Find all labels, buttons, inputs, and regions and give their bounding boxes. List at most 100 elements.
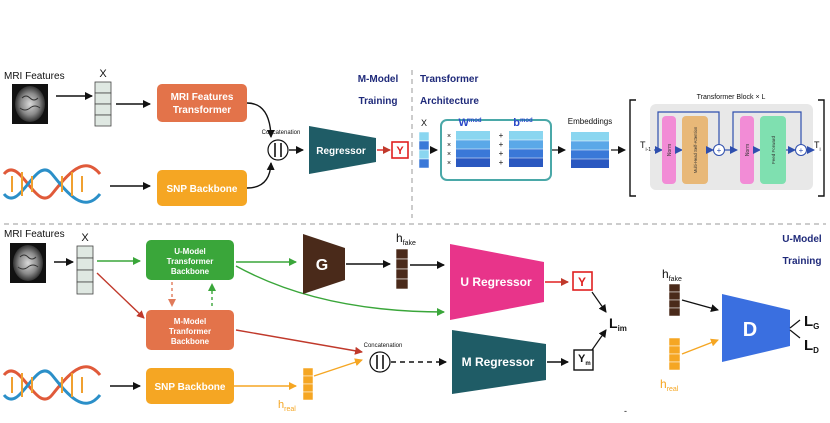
residual-add-1-label: +	[717, 146, 722, 155]
ld-sub: D	[813, 346, 819, 355]
mri-transformer-label-2: Transformer	[173, 105, 231, 116]
ld-main: L	[804, 337, 813, 354]
top-x-vector	[94, 81, 112, 127]
top-regressor-trapezoid	[309, 126, 376, 174]
disc-h-real-sub: real	[667, 386, 679, 393]
plus-op-4: +	[499, 158, 504, 167]
times-op-2: ×	[447, 142, 451, 149]
times-op-4: ×	[447, 160, 451, 167]
m-regressor-trapezoid	[452, 330, 546, 394]
transformer-block-title: Transformer Block × L	[697, 94, 766, 101]
u-model-title-1: U-Model	[782, 234, 822, 245]
m-model-backbone-box	[146, 310, 234, 350]
transformer-title-1: Transformer	[420, 74, 478, 85]
bottom-snp-backbone-box	[146, 368, 234, 404]
u-model-title-2: Training	[783, 256, 822, 267]
svg-text:LG: LG	[804, 313, 819, 331]
u-backbone-label-3: Backbone	[171, 267, 210, 276]
m-model-section: MRI Features X MRI Features Transformer	[2, 68, 409, 206]
disc-h-fake-sub: fake	[669, 276, 682, 283]
bottom-x-label: X	[81, 232, 89, 244]
generator-label: G	[316, 257, 328, 274]
times-op-1: ×	[447, 133, 451, 140]
m-backbone-label-1: M-Model	[174, 317, 206, 326]
disc-h-real-vector	[668, 337, 681, 371]
h-fake-main: h	[396, 231, 403, 245]
mri-transformer-label-1: MRI Features	[171, 92, 234, 103]
top-mri-label: MRI Features	[4, 71, 65, 82]
m-backbone-label-2: Tranformer	[169, 327, 211, 336]
top-concatenation-symbol-icon	[267, 139, 289, 161]
ym-sub: m	[585, 361, 590, 367]
svg-text:Wmod: Wmod	[458, 117, 481, 129]
transformer-block: Transformer Block × L Ti-1 Norm Multi-He…	[629, 94, 825, 197]
transformer-architecture-section: Transformer Architecture X Wmod bmod × ×…	[418, 74, 825, 197]
arrow-mri-transformer-to-concat	[246, 102, 275, 138]
residual-add-1-icon	[713, 144, 725, 156]
norm-2-block	[740, 116, 754, 184]
plus-op-2: +	[499, 140, 504, 149]
u-model-section: MRI Features X U-Model Transformer Backb…	[2, 229, 822, 416]
residual-add-2-icon	[795, 144, 807, 156]
bottom-x-vector	[76, 245, 94, 295]
t-in-main: T	[640, 140, 646, 150]
transformer-title-2: Architecture	[420, 96, 479, 107]
u-y-label: Y	[578, 275, 586, 289]
t-out-sub: i	[820, 147, 821, 153]
l-im-sub: im	[618, 324, 627, 333]
svg-text:LD: LD	[804, 337, 819, 355]
m-backbone-label-3: Backbone	[171, 337, 210, 346]
transformer-x-label: X	[421, 118, 427, 128]
b-mod-sup: mod	[520, 118, 533, 124]
norm-1-label: Norm	[667, 144, 673, 156]
lg-sub: G	[813, 322, 819, 331]
svg-text:Ti-1: Ti-1	[640, 140, 651, 153]
lg-main: L	[804, 313, 813, 330]
t-out-main: T	[814, 140, 820, 150]
b-mod-main: b	[513, 117, 520, 129]
generator-trapezoid	[303, 234, 345, 294]
h-fake-vector	[395, 248, 409, 290]
m-model-title-1: M-Model	[358, 74, 399, 85]
disc-h-real-main: h	[660, 377, 667, 391]
feed-forward-label: Feed Forward	[771, 135, 776, 164]
svg-text:Ti: Ti	[814, 140, 821, 153]
top-regressor-label: Regressor	[316, 146, 366, 157]
discriminator-trapezoid	[722, 294, 790, 362]
residual-add-2-label: +	[799, 146, 804, 155]
plus-op-3: +	[499, 149, 504, 158]
svg-text:hreal: hreal	[278, 399, 296, 413]
u-y-output-box	[572, 271, 593, 291]
bottom-mri-label: MRI Features	[4, 229, 65, 240]
mhsa-block	[682, 116, 708, 184]
disc-h-fake-vector	[668, 283, 681, 317]
top-dna-double-helix-icon	[2, 164, 102, 204]
top-snp-backbone-label: SNP Backbone	[167, 184, 238, 195]
discriminator-label: D	[743, 319, 757, 341]
top-y-label: Y	[396, 145, 404, 157]
top-concat-label: Concatenation	[262, 130, 301, 136]
top-x-label: X	[99, 68, 107, 80]
bottom-dna-double-helix-icon	[2, 365, 102, 405]
embeddings-label: Embeddings	[568, 117, 612, 126]
w-mod-main: W	[458, 117, 469, 129]
m-y-output-box	[573, 349, 594, 371]
times-op-3: ×	[447, 151, 451, 158]
h-real-vector	[302, 367, 314, 401]
small-dash-mark: -	[624, 406, 627, 416]
bottom-snp-backbone-label: SNP Backbone	[155, 382, 226, 393]
h-fake-sub: fake	[403, 240, 416, 247]
norm-2-label: Norm	[745, 144, 751, 156]
m-model-title-2: Training	[359, 96, 398, 107]
plus-op-1: +	[499, 131, 504, 140]
svg-text:hfake: hfake	[662, 267, 682, 283]
transformer-input-vector	[418, 131, 430, 169]
svg-text:hreal: hreal	[660, 377, 679, 393]
w-mod-sup: mod	[469, 118, 482, 124]
bottom-concatenation-symbol-icon	[369, 351, 391, 373]
bottom-concat-label: Concatenation	[364, 343, 403, 349]
top-y-output-box	[391, 141, 409, 159]
residual-skip-1	[657, 111, 720, 150]
residual-skip-2	[732, 111, 802, 150]
